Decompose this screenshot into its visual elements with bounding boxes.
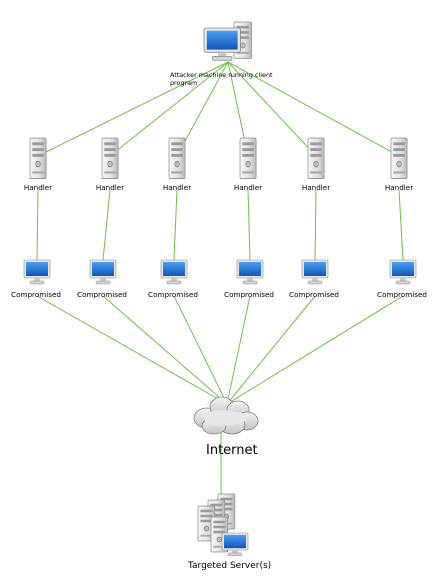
link-handler-compromised-2 [102, 189, 111, 261]
link-compromised-internet-4 [226, 295, 251, 405]
internet-label: Internet [206, 443, 258, 458]
compromised-node: Compromised [224, 259, 274, 299]
handler-label: Handler [234, 183, 262, 192]
server-cluster-icon [197, 493, 249, 557]
compromised-node: Compromised [148, 259, 198, 299]
server-tower-icon [168, 137, 186, 180]
server-tower-icon [390, 137, 408, 180]
handler-label: Handler [385, 183, 413, 192]
cloud-icon [193, 396, 259, 435]
compromised-label: Compromised [77, 290, 127, 299]
link-handler-compromised-5 [314, 189, 317, 261]
link-compromised-internet-2 [102, 295, 228, 405]
attacker-node: Attacker machine running client program [170, 21, 273, 87]
handler-label: Handler [302, 183, 330, 192]
server-tower-icon [101, 137, 119, 180]
link-compromised-internet-1 [36, 295, 228, 405]
handler-node: Handler [96, 137, 124, 192]
link-compromised-internet-3 [173, 295, 228, 405]
monitor-icon [160, 259, 188, 285]
handler-row: Handler Handler Handler Handler Handler Handl… [24, 137, 413, 192]
server-tower-icon [239, 137, 257, 180]
compromised-label: Compromised [224, 290, 274, 299]
server-tower-icon [307, 137, 325, 180]
attacker-label-line2: program [170, 79, 197, 87]
link-compromised-internet-5 [226, 295, 316, 405]
compromised-label: Compromised [11, 290, 61, 299]
target-node: Targeted Server(s) [187, 493, 271, 571]
compromised-node: Compromised [77, 259, 127, 299]
link-handler-compromised-1 [36, 189, 39, 261]
link-handler-compromised-6 [398, 189, 404, 261]
monitor-icon [23, 259, 51, 285]
compromised-node: Compromised [377, 259, 427, 299]
monitor-icon [89, 259, 117, 285]
handler-node: Handler [234, 137, 262, 192]
compromised-label: Compromised [289, 290, 339, 299]
handler-node: Handler [385, 137, 413, 192]
handler-label: Handler [163, 183, 191, 192]
link-compromised-internet-6 [226, 295, 404, 405]
internet-node: Internet [193, 396, 259, 458]
handler-node: Handler [24, 137, 52, 192]
handler-label: Handler [96, 183, 124, 192]
monitor-icon [301, 259, 329, 285]
compromised-node: Compromised [289, 259, 339, 299]
link-attacker-handler-1 [37, 61, 229, 157]
monitor-icon [236, 259, 264, 285]
link-attacker-handler-6 [227, 61, 400, 157]
monitor-icon [389, 259, 417, 285]
attacker-label-line1: Attacker machine running client [170, 71, 273, 79]
target-label: Targeted Server(s) [187, 561, 271, 571]
link-handler-compromised-4 [247, 189, 251, 261]
connection-lines [36, 61, 404, 495]
compromised-node: Compromised [11, 259, 61, 299]
handler-node: Handler [302, 137, 330, 192]
link-handler-compromised-3 [173, 189, 178, 261]
compromised-label: Compromised [377, 290, 427, 299]
link-attacker-handler-5 [227, 61, 317, 157]
compromised-row: Compromised Compromised Compromised Comprom… [11, 259, 427, 299]
workstation-icon [203, 21, 253, 62]
compromised-label: Compromised [148, 290, 198, 299]
link-attacker-handler-2 [109, 61, 229, 157]
server-tower-icon [29, 137, 47, 180]
link-attacker-handler-3 [176, 61, 229, 157]
handler-label: Handler [24, 183, 52, 192]
handler-node: Handler [163, 137, 191, 192]
